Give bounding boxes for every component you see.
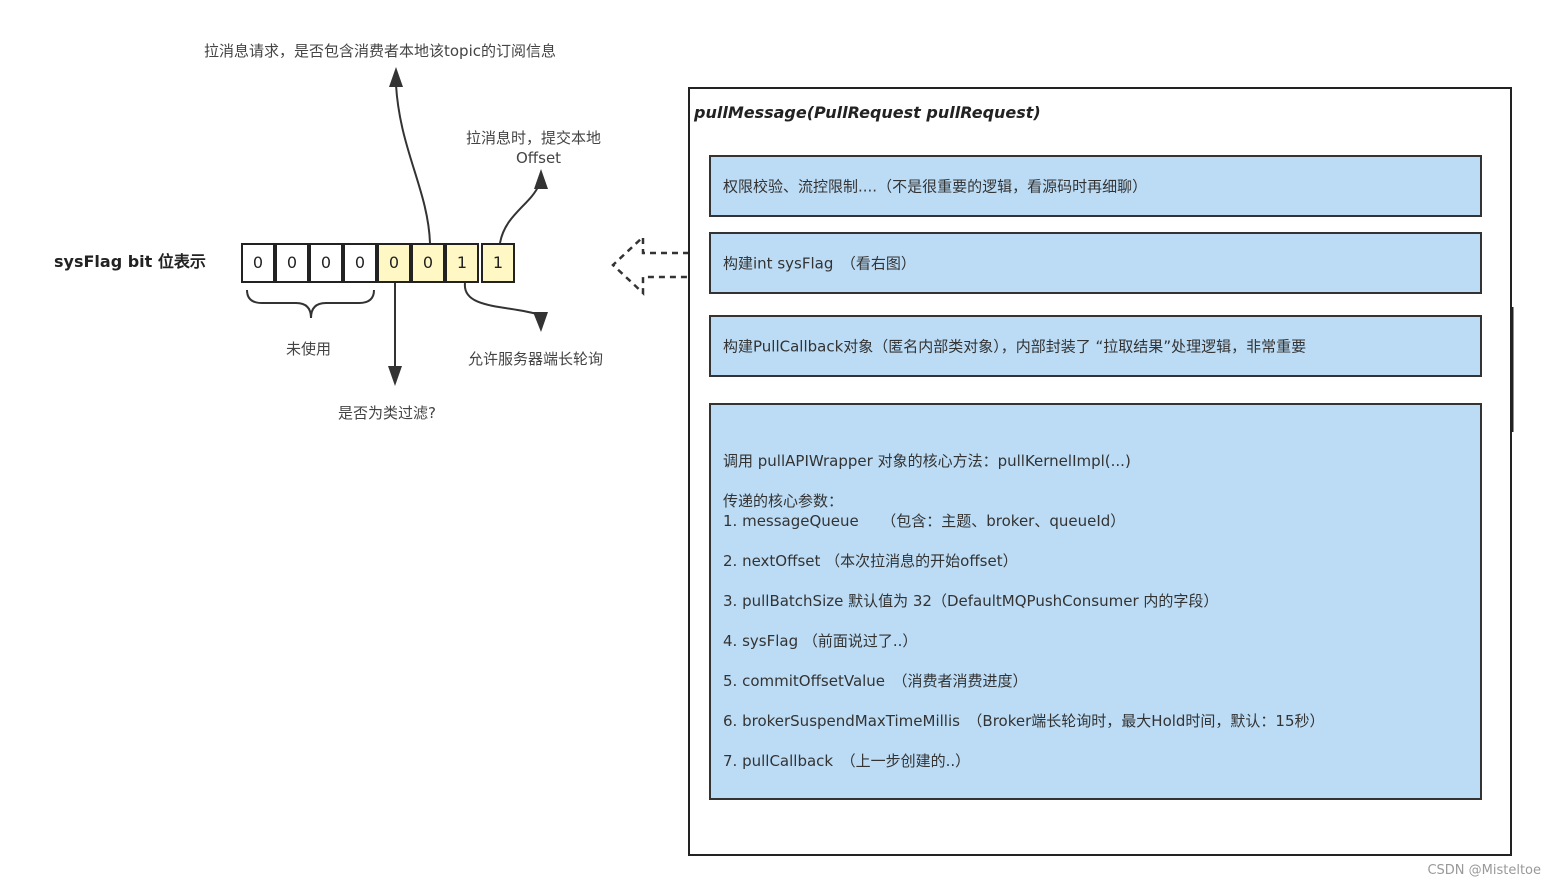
step-text: 权限校验、流控限制....（不是很重要的逻辑，看源码时再细聊）: [723, 177, 1148, 196]
bit-cell: 0: [309, 243, 343, 283]
bitfield-title: sysFlag bit 位表示: [54, 252, 206, 271]
unused-label: 未使用: [286, 340, 332, 358]
core-param-item: 5. commitOffsetValue （消费者消费进度）: [723, 672, 1028, 690]
method-signature: pullMessage(PullRequest pullRequest): [694, 103, 1041, 122]
bit-cell: 1: [481, 243, 515, 283]
bit-cell: 0: [377, 243, 411, 283]
watermark: CSDN @Misteltoe: [1427, 863, 1541, 878]
step-box-callback: 构建PullCallback对象（匿名内部类对象），内部封装了 “拉取结果”处理…: [709, 315, 1482, 377]
long-polling-arrowhead: [533, 312, 548, 332]
core-param-item: 1. messageQueue （包含：主题、broker、queueId）: [723, 512, 1126, 530]
class-filter-label: 是否为类过滤?: [338, 404, 436, 422]
step-text: 构建PullCallback对象（匿名内部类对象），内部封装了 “拉取结果”处理…: [723, 337, 1307, 356]
step-box-sysflag: 构建int sysFlag （看右图）: [709, 232, 1482, 294]
step-text: 构建int sysFlag （看右图）: [723, 254, 916, 273]
unused-brace: [246, 289, 375, 319]
core-param-item: 7. pullCallback （上一步创建的..）: [723, 752, 971, 770]
subscription-label: 拉消息请求，是否包含消费者本地该topic的订阅信息: [204, 42, 556, 60]
commit-offset-arrowhead: [534, 169, 548, 189]
step-box-permission: 权限校验、流控限制....（不是很重要的逻辑，看源码时再细聊）: [709, 155, 1482, 217]
subscription-arrowhead: [389, 67, 403, 87]
class-filter-arrowhead: [388, 366, 402, 386]
commit-offset-label-line2: Offset: [516, 149, 562, 167]
bit-cell: 1: [445, 243, 479, 283]
long-polling-arrow-line: [463, 282, 541, 316]
commit-offset-label-line1: 拉消息时，提交本地: [466, 129, 602, 147]
core-call-text: 调用 pullAPIWrapper 对象的核心方法：pullKernelImpl…: [723, 452, 1131, 470]
bit-cell: 0: [343, 243, 377, 283]
core-param-item: 4. sysFlag （前面说过了..）: [723, 632, 918, 650]
commit-offset-arrow-line: [499, 184, 540, 244]
core-param-item: 2. nextOffset （本次拉消息的开始offset）: [723, 552, 1018, 570]
core-params-title: 传递的核心参数：: [723, 492, 844, 510]
step-box-pull-kernel: 调用 pullAPIWrapper 对象的核心方法：pullKernelImpl…: [709, 403, 1482, 800]
bit-cell: 0: [275, 243, 309, 283]
long-polling-label: 允许服务器端长轮询: [468, 350, 604, 368]
core-param-item: 6. brokerSuspendMaxTimeMillis （Broker端长轮…: [723, 712, 1325, 730]
hollow-dashed-arrow: [611, 234, 700, 296]
bit-cell: 0: [411, 243, 445, 283]
core-param-item: 3. pullBatchSize 默认值为 32（DefaultMQPushCo…: [723, 592, 1219, 610]
bit-cell: 0: [241, 243, 275, 283]
subscription-arrow-line: [395, 84, 431, 244]
